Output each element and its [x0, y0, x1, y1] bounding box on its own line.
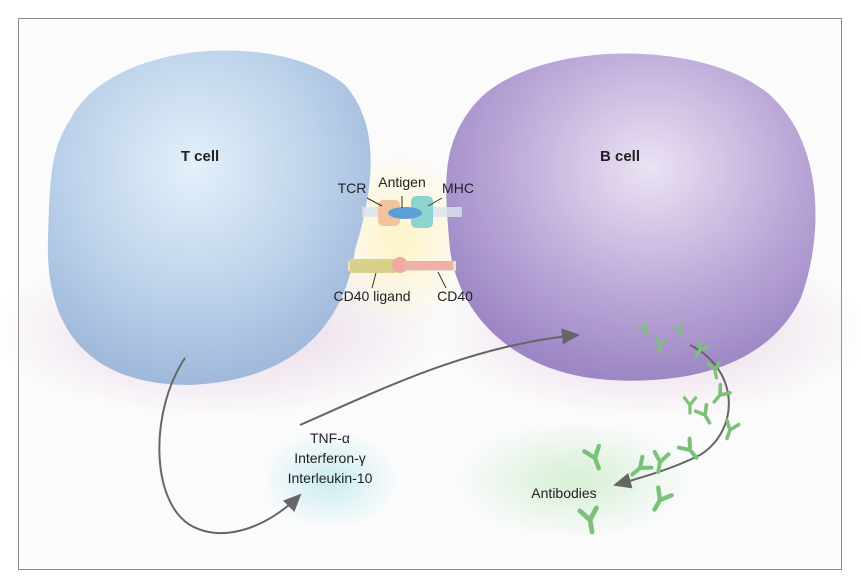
antibody-group: [577, 322, 741, 535]
cd40-ligand-shape: [350, 259, 396, 273]
antibody-icon: [682, 396, 698, 415]
antibody-secretion-arrow: [613, 344, 730, 489]
antibody-icon: [706, 360, 721, 380]
cytokine-interleukin-10: Interleukin-10: [287, 470, 373, 486]
antibody-icon: [694, 339, 711, 359]
cd40-label: CD40: [437, 288, 473, 304]
cytokine-release-arrow: [158, 357, 302, 534]
antibody-icon: [630, 454, 654, 477]
antibody-icon: [654, 336, 668, 354]
mhc-label: MHC: [442, 180, 474, 196]
antigen-label: Antigen: [378, 174, 426, 190]
antibodies-label: Antibodies: [531, 485, 597, 501]
cytokine-interferon-gamma: Interferon-γ: [294, 450, 366, 466]
antibody-icon: [652, 449, 671, 474]
antibody-icon: [673, 322, 684, 337]
tcr-label: TCR: [337, 180, 367, 196]
antibody-icon: [582, 443, 602, 471]
antibody-icon: [652, 485, 674, 512]
antibody-icon: [637, 322, 650, 337]
antibody-icon: [676, 436, 699, 460]
antibody-icon: [577, 505, 599, 535]
cytokine-to-bcell-arrow: [299, 328, 580, 426]
b-cell-body: [446, 53, 816, 381]
cd40-shape: [405, 261, 453, 270]
mhc-shape: [411, 196, 433, 228]
cd40-ligand-label: CD40 ligand: [333, 288, 411, 304]
antibody-icon: [693, 403, 712, 425]
t-cell-body: [47, 50, 371, 385]
antibody-icon: [725, 418, 741, 441]
cytokine-tnf-alpha: TNF-α: [310, 430, 350, 446]
antigen-shape: [388, 207, 422, 219]
antibody-icon: [712, 382, 732, 404]
b-cell-label: B cell: [599, 148, 641, 165]
t-cell-label: T cell: [180, 148, 220, 165]
